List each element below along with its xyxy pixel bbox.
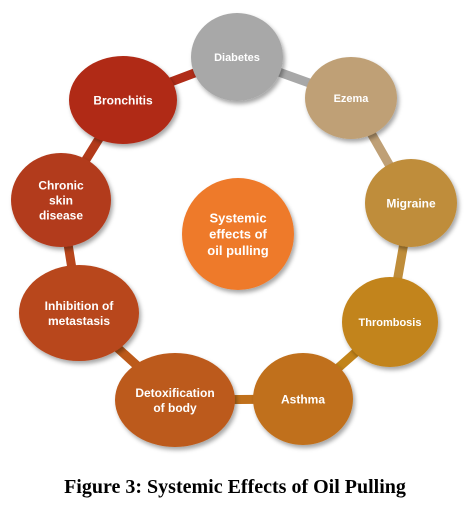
- node-bronchitis-circle: [69, 56, 177, 144]
- center-node-label-line: oil pulling: [207, 243, 268, 258]
- node-chronic-skin-disease-circle: [11, 153, 111, 247]
- node-inhibition-of-metastasis-label-line: metastasis: [48, 314, 110, 328]
- node-ezema-label-line: Ezema: [334, 93, 370, 105]
- center-node-circle: [182, 178, 294, 290]
- node-inhibition-of-metastasis-label-line: Inhibition of: [45, 299, 115, 313]
- node-diabetes-circle: [191, 13, 283, 101]
- node-chronic-skin-disease-label-line: Chronic: [38, 178, 84, 192]
- center-node-label-line: effects of: [209, 227, 267, 242]
- node-diabetes-label-line: Diabetes: [214, 52, 260, 64]
- node-detoxification-of-body-circle: [115, 353, 235, 447]
- node-diabetes: Diabetes: [191, 13, 283, 101]
- node-asthma-circle: [253, 353, 353, 445]
- node-detoxification-of-body-label-line: Detoxification: [135, 386, 214, 400]
- node-inhibition-of-metastasis-circle: [19, 265, 139, 361]
- node-bronchitis: Bronchitis: [69, 56, 177, 144]
- node-detoxification-of-body-label-line: of body: [153, 401, 197, 415]
- center-node-label-line: Systemic: [209, 210, 266, 225]
- node-chronic-skin-disease-label-line: skin: [49, 193, 73, 207]
- node-ezema-circle: [305, 57, 397, 139]
- node-migraine-label-line: Migraine: [386, 196, 436, 210]
- node-asthma-label-line: Asthma: [281, 392, 325, 406]
- node-migraine-circle: [365, 159, 457, 247]
- node-asthma: Asthma: [253, 353, 353, 445]
- node-thrombosis-label-line: Thrombosis: [359, 317, 422, 329]
- node-bronchitis-label-line: Bronchitis: [93, 93, 153, 107]
- node-migraine: Migraine: [365, 159, 457, 247]
- node-ezema: Ezema: [305, 57, 397, 139]
- node-thrombosis: Thrombosis: [342, 277, 438, 367]
- node-chronic-skin-disease-label-line: disease: [39, 208, 83, 222]
- figure-caption: Figure 3: Systemic Effects of Oil Pullin…: [64, 476, 406, 498]
- node-thrombosis-circle: [342, 277, 438, 367]
